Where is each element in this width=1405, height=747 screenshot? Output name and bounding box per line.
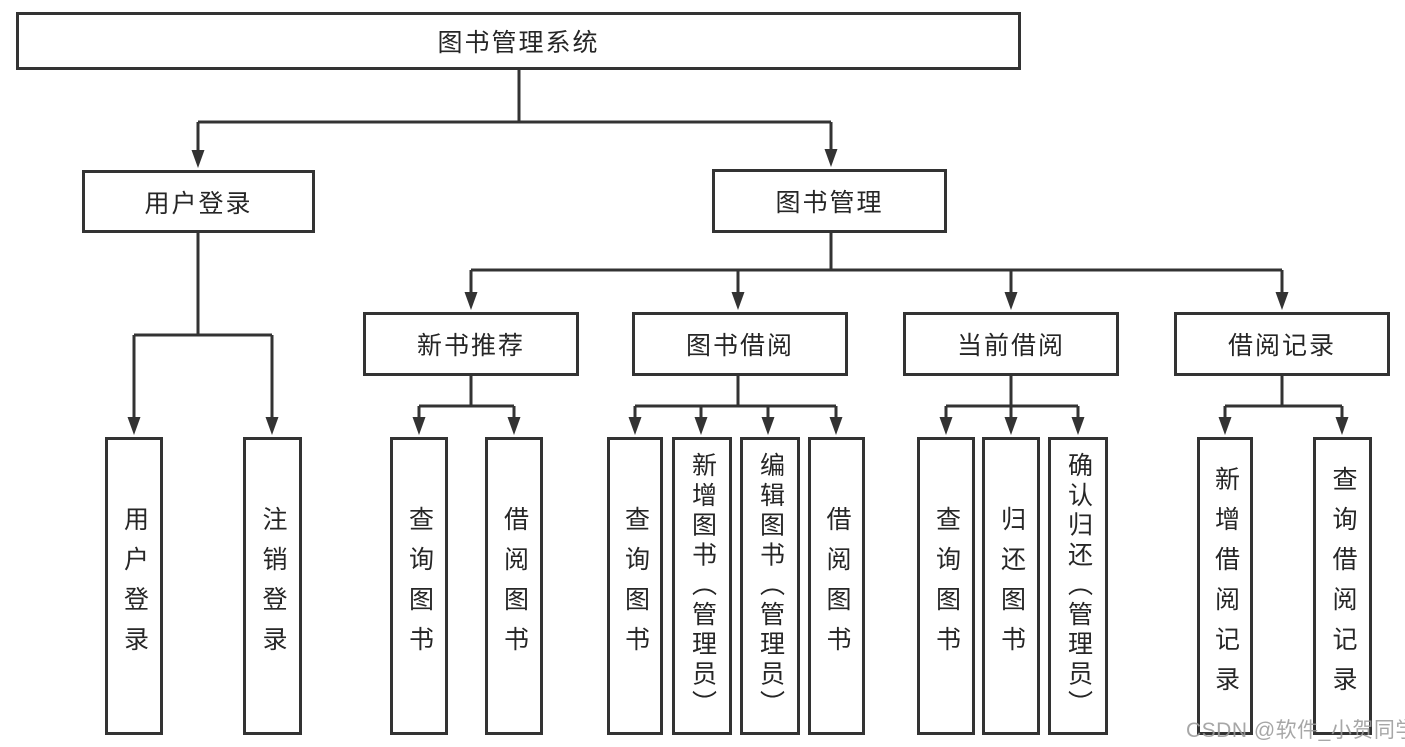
node-label: 编辑图书（管理员）: [756, 452, 785, 720]
node-leaf-query-book-borrow: 查询图书: [607, 437, 663, 735]
node-label: 确认归还（管理员）: [1064, 452, 1093, 720]
node-label: 新增借阅记录: [1211, 466, 1240, 706]
node-label: 查询借阅记录: [1329, 466, 1357, 706]
node-leaf-logout: 注销登录: [243, 437, 302, 735]
node-label: 图书管理: [775, 189, 884, 217]
node-book-management: 图书管理: [712, 169, 947, 233]
node-label: 查询图书: [932, 506, 961, 666]
node-leaf-borrow-book-recommend: 借阅图书: [485, 437, 543, 735]
node-label: 新书推荐: [416, 332, 525, 360]
node-label: 图书借阅: [685, 332, 794, 360]
node-leaf-return-book: 归还图书: [982, 437, 1040, 735]
node-label: 图书管理系统: [437, 29, 600, 57]
node-label: 查询图书: [621, 506, 650, 666]
node-label: 新增图书（管理员）: [688, 452, 717, 720]
node-label: 借阅图书: [500, 506, 529, 666]
node-label: 借阅记录: [1227, 332, 1336, 360]
node-book-borrow: 图书借阅: [632, 312, 848, 376]
node-label: 归还图书: [997, 506, 1026, 666]
node-label: 注销登录: [259, 506, 287, 666]
node-leaf-confirm-return-admin: 确认归还（管理员）: [1048, 437, 1108, 735]
node-current-borrow: 当前借阅: [903, 312, 1119, 376]
node-new-book-recommend: 新书推荐: [363, 312, 579, 376]
node-leaf-borrow-book: 借阅图书: [808, 437, 865, 735]
node-leaf-user-login: 用户登录: [105, 437, 163, 735]
node-leaf-add-book-admin: 新增图书（管理员）: [672, 437, 732, 735]
node-user-login: 用户登录: [82, 170, 315, 233]
node-label: 借阅图书: [823, 506, 851, 666]
node-borrow-record: 借阅记录: [1174, 312, 1390, 376]
node-label: 查询图书: [405, 506, 434, 666]
watermark: CSDN @软件_小贺同学: [1186, 719, 1405, 742]
node-root: 图书管理系统: [16, 12, 1021, 70]
node-label: 用户登录: [120, 506, 149, 666]
node-leaf-query-book-current: 查询图书: [917, 437, 975, 735]
node-leaf-query-borrow-record: 查询借阅记录: [1313, 437, 1372, 735]
node-label: 用户登录: [144, 189, 253, 218]
node-label: 当前借阅: [956, 332, 1065, 360]
node-leaf-add-borrow-record: 新增借阅记录: [1197, 437, 1253, 735]
node-leaf-query-book-recommend: 查询图书: [390, 437, 448, 735]
node-leaf-edit-book-admin: 编辑图书（管理员）: [740, 437, 800, 735]
